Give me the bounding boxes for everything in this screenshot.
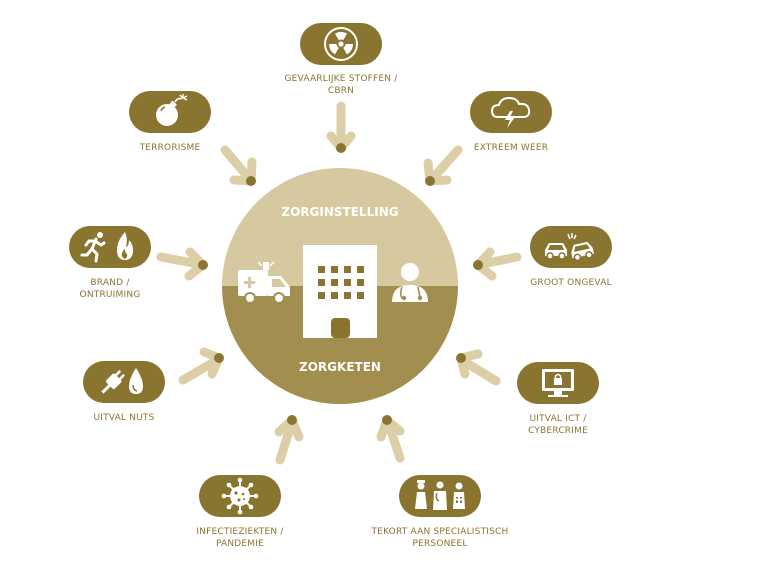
- hazard-fire-pill: [69, 226, 151, 268]
- virus-icon: [221, 477, 259, 515]
- hazard-utilities-pill: [83, 361, 165, 403]
- radiation-icon: [324, 27, 358, 61]
- arrow-fire: [156, 247, 208, 281]
- hazard-staff-pill: [399, 475, 481, 517]
- bomb-icon: [156, 94, 188, 126]
- hazard-accident-label: GROOT ONGEVAL: [530, 278, 612, 288]
- plug-and-drop-icon: [101, 368, 143, 394]
- hazard-cbrn-pill: [300, 23, 382, 65]
- arrow-accident: [473, 247, 522, 281]
- hazard-fire-label: BRAND /ONTRUIMING: [79, 278, 141, 300]
- arrow-weather: [423, 145, 463, 186]
- locked-monitor-icon: [542, 369, 574, 397]
- medical-staff-icon: [415, 480, 465, 510]
- hazard-pandemic-pill: [199, 475, 281, 517]
- hazard-ict-label: UITVAL ICT /CYBERCRIME: [528, 414, 588, 436]
- hazard-weather-label: EXTREEM WEER: [473, 143, 549, 153]
- hazard-utilities-label: UITVAL NUTS: [93, 413, 155, 423]
- hazard-accident-pill: [530, 226, 612, 268]
- hazard-weather-pill: [470, 91, 552, 133]
- center-top-label: ZORGINSTELLING: [281, 205, 399, 219]
- arrow-cbrn: [326, 101, 356, 153]
- hospital-building-icon: [303, 245, 377, 338]
- arrow-staff: [376, 415, 405, 463]
- running-person-fire-icon: [80, 232, 133, 263]
- doctor-icon: [392, 263, 428, 302]
- hazard-pandemic-label: INFECTIEZIEKTEN /PANDEMIE: [196, 527, 284, 549]
- center-bottom-label: ZORGKETEN: [299, 360, 381, 374]
- hazard-ict-pill: [517, 362, 599, 404]
- arrow-ict: [456, 349, 501, 386]
- hazard-cbrn-label: GEVAARLIJKE STOFFEN /CBRN: [284, 74, 398, 96]
- arrow-terrorism: [220, 145, 257, 186]
- hazard-terrorism-pill: [129, 91, 211, 133]
- arrow-pandemic: [274, 415, 304, 465]
- ambulance-icon: [238, 261, 290, 304]
- storm-cloud-icon: [490, 96, 531, 128]
- arrow-utilities: [178, 347, 224, 385]
- car-crash-icon: [545, 233, 595, 262]
- hazard-terrorism-label: TERRORISME: [139, 143, 201, 153]
